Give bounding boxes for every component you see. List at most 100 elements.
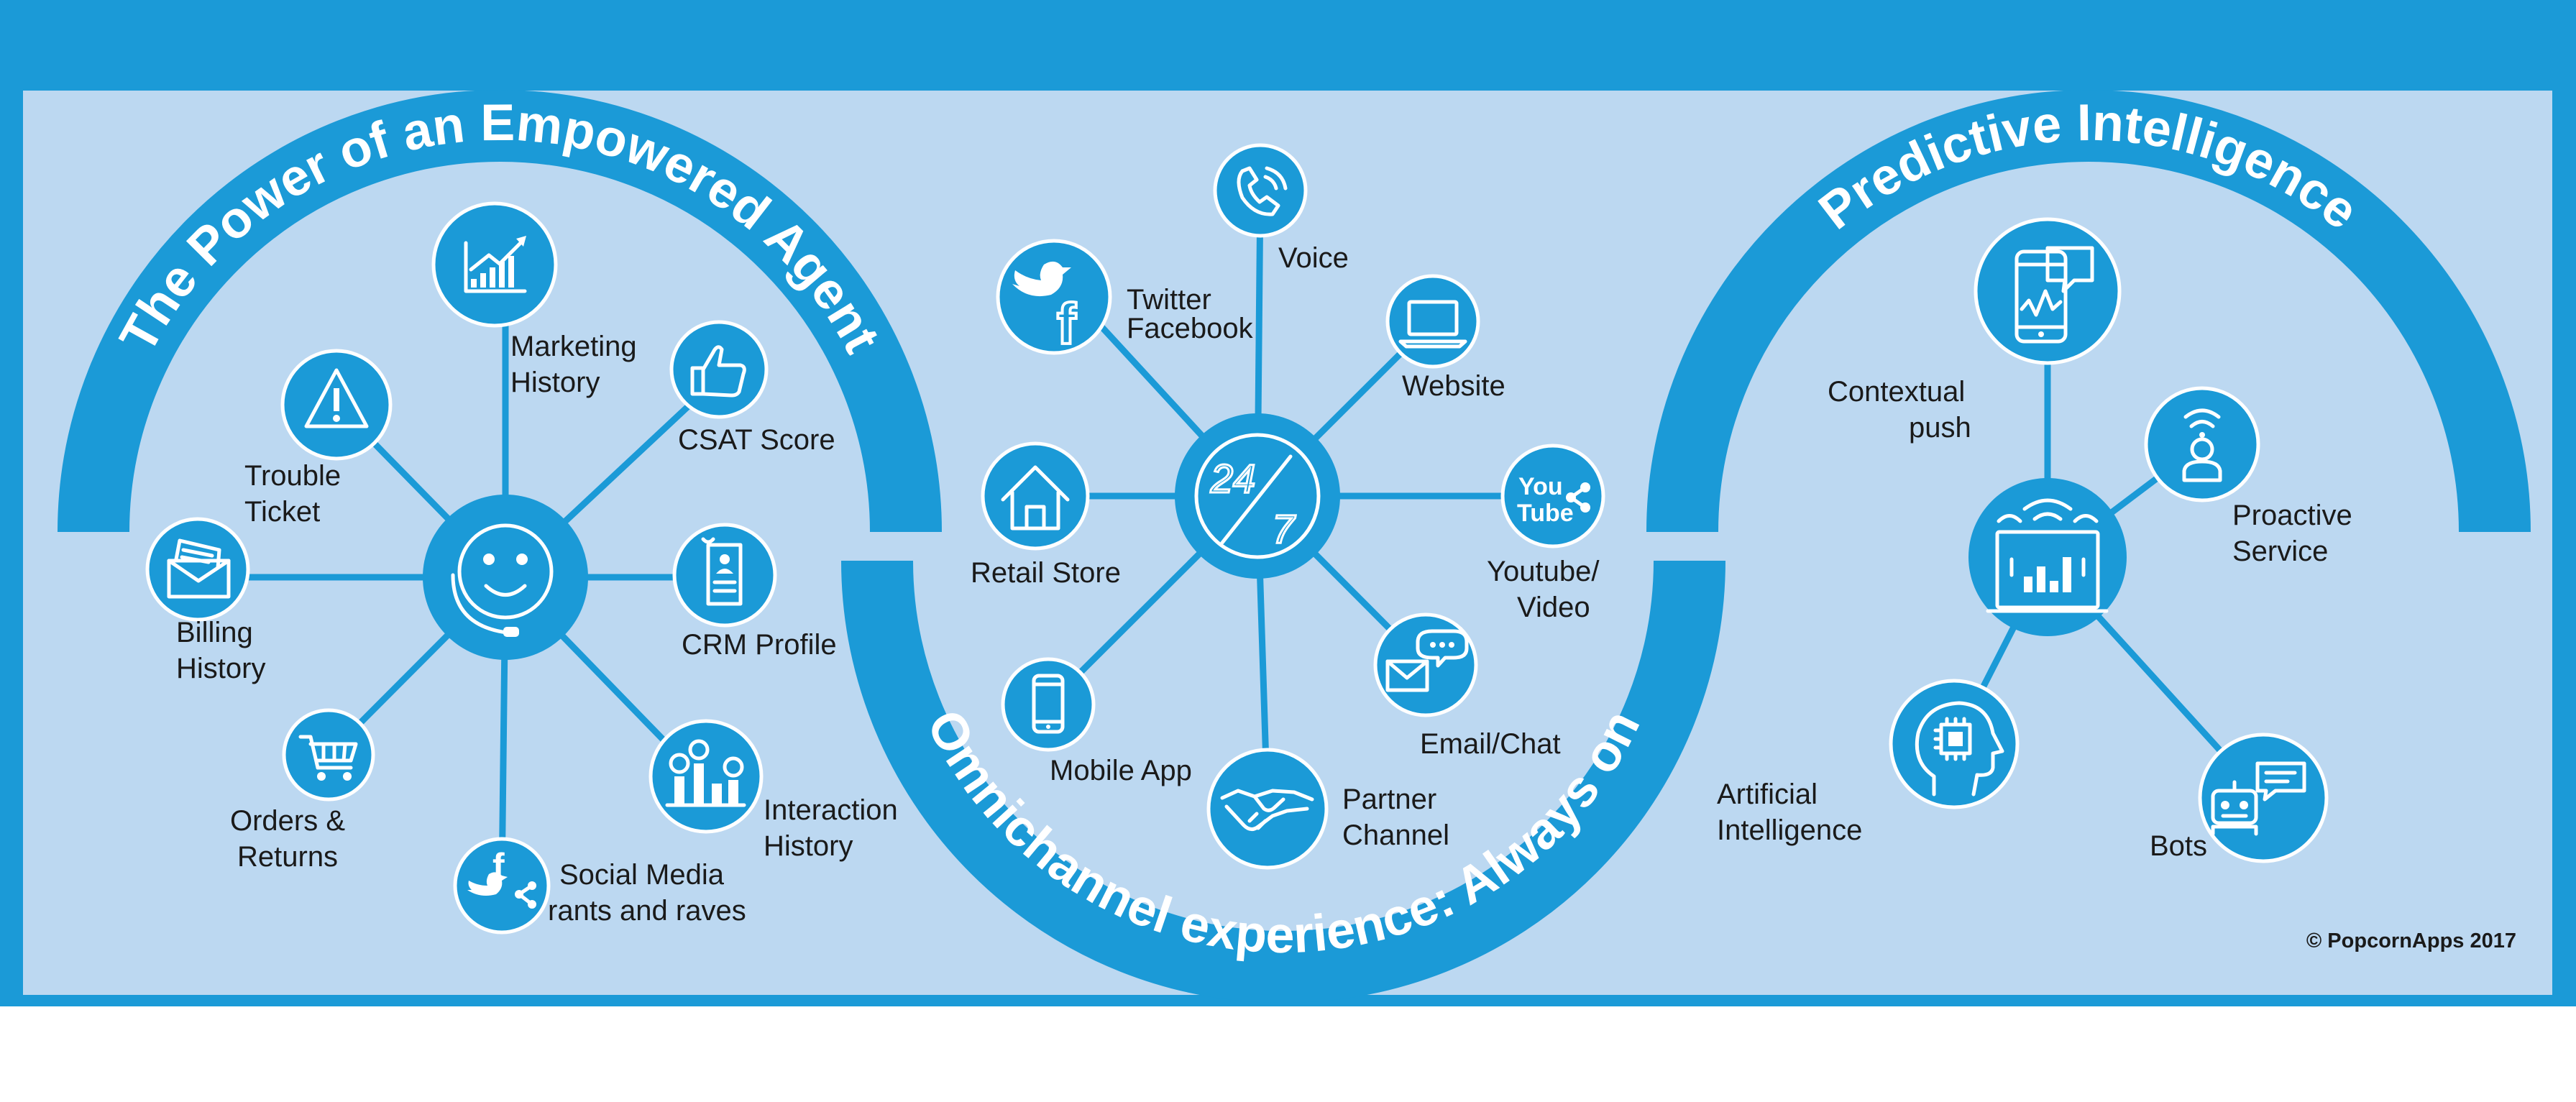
label-contextual-line1: Contextual xyxy=(1828,376,1965,408)
label-crm: CRM Profile xyxy=(682,629,837,661)
label-contextual-line2: push xyxy=(1909,412,1971,444)
label-social-line1: Social Media xyxy=(559,859,725,891)
label-twitter-line2: Facebook xyxy=(1127,313,1254,344)
node-youtube-video: You Tube Youtube/Video xyxy=(1487,444,1605,623)
person-signal-icon xyxy=(2182,408,2222,482)
omnichannel-hub: 24 7 xyxy=(1175,413,1340,579)
node-contextual-push: Contextual push xyxy=(1828,217,2122,444)
youtube-logo-line1: You xyxy=(1518,473,1563,500)
growth-chart-icon xyxy=(464,236,527,293)
label-proactive-line2: Service xyxy=(2232,536,2328,567)
label-social-line2: rants and raves xyxy=(548,895,746,927)
smiley-headset-icon xyxy=(451,523,554,637)
smartphone-icon xyxy=(1032,674,1065,734)
label-billing-line1: Billing xyxy=(176,617,253,648)
social-share-icon: f xyxy=(467,846,536,909)
label-retail: Retail Store xyxy=(971,557,1121,589)
svg-text:Orders &Returns: Orders & Returns xyxy=(230,805,345,873)
email-chat-icon xyxy=(1385,629,1469,692)
svg-text:Youtube/Video: Youtube/Video xyxy=(1487,556,1600,623)
predictive-hub xyxy=(1968,478,2127,636)
label-email: Email/Chat xyxy=(1420,728,1561,760)
label-mobile: Mobile App xyxy=(1050,755,1192,786)
label-website: Website xyxy=(1402,370,1505,402)
node-social-media: f Social Media rants and raves xyxy=(453,837,746,935)
node-retail-store: Retail Store xyxy=(971,441,1121,589)
label-youtube-line1: Youtube/ xyxy=(1487,556,1600,587)
label-youtube-line2: Video xyxy=(1517,592,1590,623)
label-partner-line2: Channel xyxy=(1342,819,1449,851)
label-orders-line2: Returns xyxy=(237,841,338,873)
label-interaction-line1: Interaction xyxy=(764,794,898,826)
agent-hub xyxy=(423,495,588,660)
left-arc-band xyxy=(58,90,942,533)
phone-icon xyxy=(1237,166,1288,216)
node-website: Website xyxy=(1385,274,1505,402)
label-csat: CSAT Score xyxy=(678,424,835,456)
middle-arc-band xyxy=(841,560,1725,1003)
robot-chat-icon xyxy=(2211,761,2306,836)
node-mobile-app: Mobile App xyxy=(1001,657,1192,786)
label-partner-line1: Partner xyxy=(1342,784,1436,815)
label-bots: Bots xyxy=(2150,830,2207,862)
node-crm-profile: CRM Profile xyxy=(672,523,837,661)
hub-text-24: 24 xyxy=(1210,456,1255,501)
label-marketing-line2: History xyxy=(510,367,600,398)
label-voice: Voice xyxy=(1278,242,1349,274)
node-email-chat: Email/Chat xyxy=(1373,612,1561,760)
youtube-logo-line2: Tube xyxy=(1517,500,1574,527)
label-twitter-line1: Twitter xyxy=(1127,284,1211,316)
laptop-icon xyxy=(1398,300,1467,349)
right-section-title: Predictive Intelligence xyxy=(1809,94,2369,241)
thumbs-up-icon xyxy=(690,345,746,398)
youtube-share-icon: You Tube xyxy=(1517,473,1590,527)
twitter-facebook-icon: f xyxy=(1012,261,1078,357)
label-proactive-line1: Proactive xyxy=(2232,500,2352,531)
svg-text:f: f xyxy=(1057,292,1076,356)
document-profile-icon xyxy=(701,537,743,606)
analytics-monitor-icon xyxy=(1986,498,2109,613)
shopping-cart-icon xyxy=(298,735,358,781)
house-icon xyxy=(1001,465,1070,531)
label-orders-line1: Orders & xyxy=(230,805,345,837)
24-7-icon: 24 7 xyxy=(1194,433,1321,559)
label-billing-line2: History xyxy=(176,653,265,684)
phone-message-icon xyxy=(2014,246,2094,344)
node-orders-returns: Orders & Returns xyxy=(230,708,375,873)
label-ai-line2: Intelligence xyxy=(1717,814,1862,846)
node-voice: Voice xyxy=(1213,143,1349,274)
label-ai-line1: Artificial xyxy=(1717,779,1818,810)
handshake-icon xyxy=(1220,789,1314,831)
copyright-text: © PopcornApps 2017 xyxy=(2306,929,2516,952)
label-trouble-line1: Trouble xyxy=(244,460,341,492)
hub-text-7: 7 xyxy=(1272,506,1296,551)
label-interaction-line2: History xyxy=(764,830,853,862)
right-arc-band xyxy=(1646,90,2531,533)
warning-icon xyxy=(304,368,369,428)
node-csat-score: CSAT Score xyxy=(669,320,835,456)
node-bots: Bots xyxy=(2150,733,2329,863)
feedback-faces-icon xyxy=(665,739,746,807)
label-marketing-line1: Marketing xyxy=(510,331,637,362)
label-trouble-line2: Ticket xyxy=(244,496,320,528)
envelope-letter-icon xyxy=(167,538,231,599)
